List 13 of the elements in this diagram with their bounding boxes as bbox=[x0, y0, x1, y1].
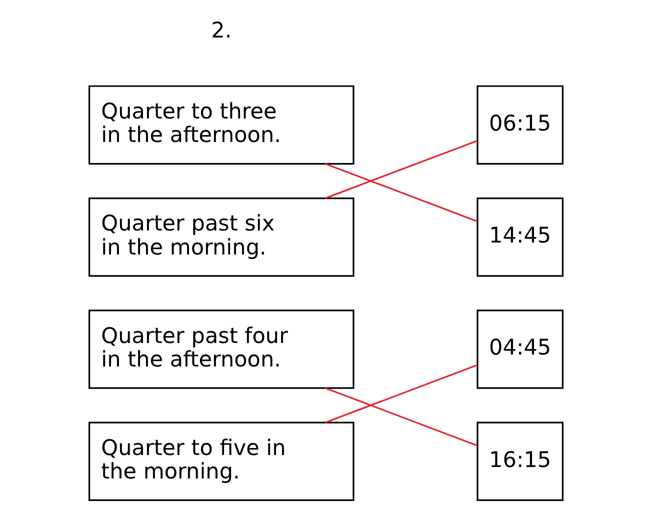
node-box: Quarter to three in the afternoon. bbox=[88, 85, 354, 165]
node-box: 16:15 bbox=[476, 422, 563, 501]
node-box: 14:45 bbox=[476, 197, 563, 277]
connector bbox=[324, 387, 478, 446]
node-box: Quarter past six in the morning. bbox=[88, 197, 354, 277]
node-box: 04:45 bbox=[476, 310, 563, 389]
connector bbox=[324, 163, 478, 222]
connector bbox=[324, 140, 478, 199]
connector bbox=[324, 364, 478, 424]
label: 2. bbox=[210, 18, 232, 44]
node-box: Quarter to five in the morning. bbox=[88, 422, 354, 501]
node-box: Quarter past four in the afternoon. bbox=[88, 310, 354, 389]
node-box: 06:15 bbox=[476, 85, 563, 165]
